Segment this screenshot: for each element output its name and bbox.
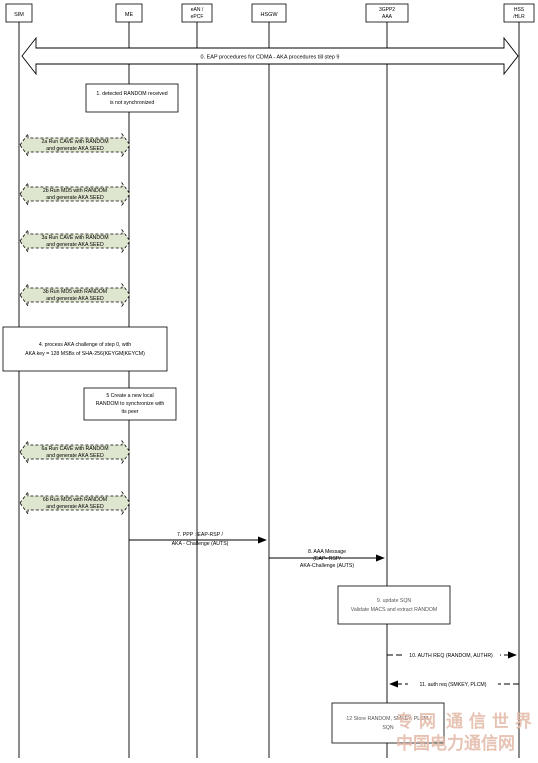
entity-aaa: 3GPP2 AAA [365, 3, 409, 23]
entity-me: ME [115, 3, 143, 23]
entity-aaa-label-1: 3GPP2 [379, 7, 395, 13]
exchange-6b-line2: and generate AKA SEED [46, 504, 104, 510]
watermark-line1: 通 信 世 界 [446, 711, 532, 732]
note1-line1: 1. detected RANDOM received [96, 91, 167, 97]
entity-ean-label-2: ePCF [191, 14, 204, 20]
entity-aaa-label-2: AAA [382, 14, 393, 20]
exchange-2a-line2: and generate AKA SEED [46, 146, 104, 152]
note5-line2: RANDOM to synchronize with [96, 401, 165, 407]
exchange-6a-line1: 6a Run CAVE with RANDOM [41, 446, 108, 452]
note4-line2: AKA key = 128 MSBs of SHA-256(KEYGM|KEYC… [25, 351, 145, 357]
note1-box: 1. detected RANDOM received is not synch… [85, 83, 179, 113]
note5-line3: its peer [121, 409, 138, 415]
msg8-line2: (EAP- RSP/ [313, 556, 341, 562]
exchange-3b-shape [19, 282, 131, 308]
entity-hsgw-label: HSGW [260, 12, 278, 18]
msg11-label: 11. auth req (SMKEY, PLCM) [420, 682, 487, 688]
watermark: 专 网 通 信 世 界 中国电力通信网 [396, 711, 532, 754]
lifelines [18, 22, 520, 758]
exchange-3a-line1: 3a Run CAVE with RANDOM [41, 235, 108, 241]
note4-box: 4. process AKA challenge of step 0, with… [2, 326, 168, 372]
note5-box: 5 Create a new local RANDOM to synchroni… [83, 387, 177, 421]
msg8-line3: AKA-Challenge (AUTS) [300, 563, 354, 569]
note12-line1: 12 Store RANDOM, SMKEY, PLCM, [346, 716, 429, 722]
exchange-6b-shape [19, 490, 131, 516]
exchange-3a-shape [19, 228, 131, 254]
exchange-2a-line1: 2a Run CAVE with RANDOM [41, 139, 108, 145]
note9-line1: 9. update SQN [377, 598, 412, 604]
entity-hss: HSS /HLR [503, 3, 535, 23]
msg7-line1: 7. PPP : EAP-RSP / [177, 532, 223, 538]
entity-ean: eAN / ePCF [181, 3, 213, 23]
msg8-arrow: 8. AAA Message (EAP- RSP/ AKA-Challenge … [269, 549, 385, 569]
exchange-6a-shape [19, 439, 131, 465]
msg7-arrow: 7. PPP : EAP-RSP / AKA - Challenge (AUTS… [129, 532, 267, 547]
exchange-2b-line1: 2b Run MD5 with RANDOM [43, 188, 107, 194]
exchange-6a-line2: and generate AKA SEED [46, 453, 104, 459]
entity-hsgw: HSGW [251, 3, 287, 23]
watermark-prefix: 专 网 [396, 711, 436, 732]
watermark-line2: 中国电力通信网 [396, 733, 515, 754]
note4-line1: 4. process AKA challenge of step 0, with [39, 342, 131, 348]
exchange-6b-line1: 6b Run MD5 with RANDOM [43, 497, 107, 503]
exchange-3a-line2: and generate AKA SEED [46, 242, 104, 248]
msg11-arrow: 11. auth req (SMKEY, PLCM) [389, 679, 519, 688]
exchange-2b-line2: and generate AKA SEED [46, 195, 104, 201]
entity-sim-label: SIM [14, 12, 24, 18]
entity-hss-label-2: /HLR [513, 14, 525, 20]
note9-line2: Validate MACS and extract RANDOM [351, 607, 437, 613]
msg8-line1: 8. AAA Message [308, 549, 346, 555]
entity-ean-label-1: eAN / [191, 7, 204, 13]
msg7-line2: AKA - Challenge (AUTS) [172, 541, 229, 547]
note5-line1: 5 Create a new local [106, 393, 153, 399]
exchange-2a-shape [19, 132, 131, 158]
entity-me-label: ME [125, 12, 134, 18]
note9-box: 9. update SQN Validate MACS and extract … [337, 585, 451, 625]
entity-hss-label-1: HSS [514, 7, 525, 13]
note12-line2: SQN [382, 725, 393, 731]
msg10-label: 10. AUTH REQ (RANDOM, AUTHR) [409, 653, 493, 659]
exchange-3b-line1: 3b Run MD5 with RANDOM [43, 289, 107, 295]
step0-arrow: 0. EAP procedures for CDMA - AKA procedu… [21, 36, 519, 76]
exchange-2b-shape [19, 181, 131, 207]
note12-box: 12 Store RANDOM, SMKEY, PLCM, SQN [331, 702, 445, 744]
entity-sim: SIM [5, 3, 33, 23]
msg10-arrow: 10. AUTH REQ (RANDOM, AUTHR) [387, 650, 517, 659]
exchange-3b-line2: and generate AKA SEED [46, 296, 104, 302]
step0-label: 0. EAP procedures for CDMA - AKA procedu… [201, 55, 340, 61]
note1-line2: is not synchronized [110, 100, 155, 106]
